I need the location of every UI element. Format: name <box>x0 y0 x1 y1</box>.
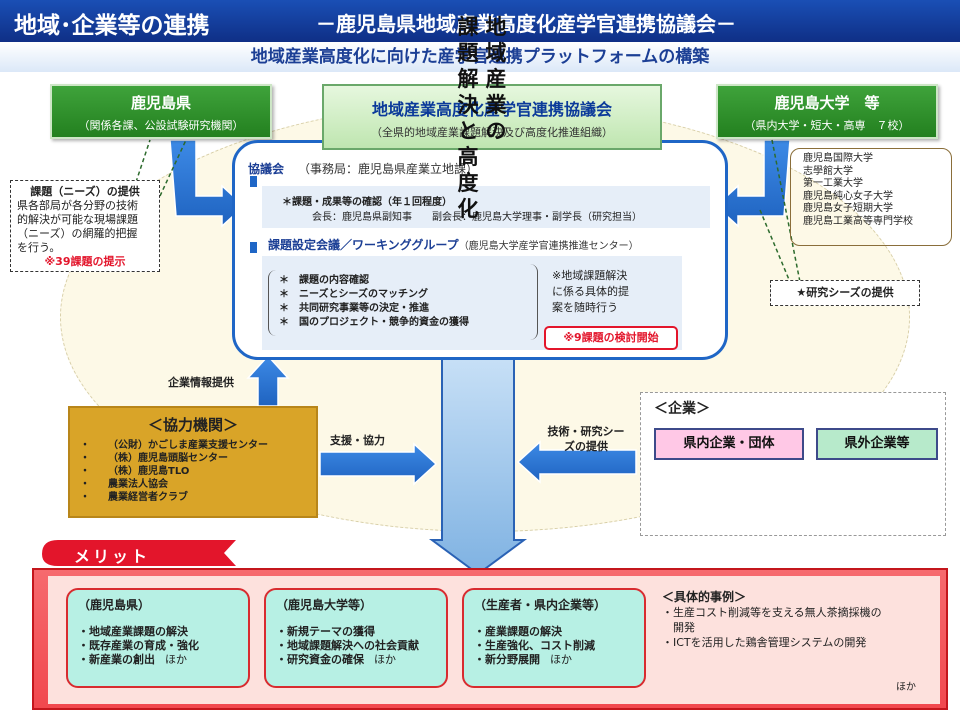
list-item: ・地域産業課題の解決 <box>78 625 188 638</box>
arrow-central-down <box>428 351 528 576</box>
central-text-col1: 地域産業の <box>485 15 507 143</box>
prefecture-detail: （関係各課、公設試験研究機関） <box>78 119 244 132</box>
council-title: －鹿児島県地域産業高度化産学官連携協議会－ <box>316 12 736 36</box>
list-item: 鹿児島純心女子大学 <box>803 190 893 202</box>
needs-heading: 課題（ニーズ）の提供 <box>30 185 140 198</box>
confirm-panel: ＊課題・成果等の確認（年１回程度） 会長：鹿児島県副知事 副会長：鹿児島大学理事… <box>262 186 710 228</box>
university-name: 鹿児島大学 等 <box>774 94 880 112</box>
seeds-label: ★研究シーズの提供 <box>770 280 920 306</box>
case-examples: ＜具体的事例＞ ・生産コスト削減等を支える無人茶摘採機の 開発 ・ICTを活用し… <box>662 590 934 650</box>
officers-line: 会長：鹿児島県副知事 副会長：鹿児島大学理事・副学長（研究担当） <box>312 212 642 223</box>
list-item: ・生産コスト削減等を支える無人茶摘採機の <box>662 606 882 619</box>
list-item: ・産業課題の解決 <box>474 625 562 638</box>
list-item: ・地域課題解決への社会貢献 <box>276 639 419 652</box>
needs-box: 課題（ニーズ）の提供 県各部局が各分野の技術 的解決が可能な現場課題 （ニーズ）… <box>10 180 160 272</box>
in-pref-enterprise: 県内企業・団体 <box>654 428 804 460</box>
tech-seeds-line: 技術・研究シー <box>547 425 625 438</box>
wg-section-marker <box>250 242 257 253</box>
review-badge: ※9課題の検討開始 <box>544 326 678 350</box>
case-heading: ＜具体的事例＞ <box>662 590 747 604</box>
seeds-dash-1 <box>759 209 791 283</box>
council-detail: （全県的地域産業課題解決及び高度化推進組織） <box>371 126 613 139</box>
prefecture-name: 鹿児島県 <box>130 94 191 112</box>
page-title: 地域･企業等の連携 <box>14 13 210 39</box>
council-section-heading: 協議会 （事務局：鹿児島県産業立地課） <box>248 160 478 177</box>
council-secretariat: （事務局：鹿児島県産業立地課） <box>298 162 479 176</box>
list-item: 鹿児島国際大学 <box>803 153 873 164</box>
prefecture-box: 鹿児島県 （関係各課、公設試験研究機関） <box>50 84 272 139</box>
wg-side-note-line: ※地域課題解決 <box>552 269 628 282</box>
enterprise-frame <box>640 392 946 536</box>
needs-line: 県各部局が各分野の技術 <box>17 199 138 212</box>
list-item: 鹿児島女子短期大学 <box>803 203 893 214</box>
wg-heading: 課題設定会議／ワーキンググループ（鹿児島大学産学官連携推進センター） <box>268 236 639 253</box>
list-item: ＊共同研究事業等の決定・推進 <box>279 303 429 314</box>
seeds-dash-2 <box>771 139 801 283</box>
tech-seeds-label: 技術・研究シー ズの提供 <box>536 424 636 454</box>
list-item: ・生産強化、コスト削減 <box>474 639 595 652</box>
support-label: 支援・協力 <box>330 434 385 447</box>
list-item: 第一工業大学 <box>803 178 863 189</box>
merit-card-title: （鹿児島県） <box>78 598 151 612</box>
list-item: ・既存産業の育成・強化 <box>78 639 199 652</box>
cooperating-heading: ＜協力機関＞ <box>147 416 238 434</box>
case-etc: ほか <box>896 682 916 693</box>
list-item: ＊国のプロジェクト・競争的資金の獲得 <box>279 317 469 328</box>
list-item: ・新産業の創出ほか <box>78 653 187 666</box>
needs-dash-2 <box>159 139 187 197</box>
central-text-col2: 課題解決と高度化 <box>457 15 479 221</box>
wg-side-note: ※地域課題解決 に係る具体的提 案を随時行う <box>552 268 682 316</box>
out-pref-enterprise: 県外企業等 <box>816 428 938 460</box>
council-section-marker <box>250 176 257 187</box>
list-item: ＊ニーズとシーズのマッチング <box>279 289 428 300</box>
list-item: ・（株）鹿児島頭脳センター <box>80 453 228 464</box>
wg-list-bracket <box>528 264 538 340</box>
page-subtitle: 地域産業高度化に向けた産学官連携プラットフォームの構築 <box>0 42 960 72</box>
list-item: ・（株）鹿児島TLO <box>80 466 190 477</box>
merit-banner: メリット <box>74 547 151 566</box>
wg-side-note-line: 案を随時行う <box>552 301 618 314</box>
merit-banner-shape <box>42 540 236 566</box>
confirm-line: ＊課題・成果等の確認（年１回程度） <box>282 197 452 208</box>
list-item: ・新分野展開ほか <box>474 653 572 666</box>
needs-dash-1 <box>135 139 151 183</box>
needs-count: ※39課題の提示 <box>44 255 126 268</box>
tech-seeds-line: ズの提供 <box>564 440 608 453</box>
enterprise-info-label: 企業情報提供 <box>168 376 234 389</box>
merit-card-producers: （生産者・県内企業等） ・産業課題の解決 ・生産強化、コスト削減 ・新分野展開ほ… <box>462 588 646 688</box>
needs-line: 的解決が可能な現場課題 <box>17 213 138 226</box>
arrow-enterprise-left <box>516 440 637 484</box>
university-list: 鹿児島国際大学 志學館大学 第一工業大学 鹿児島純心女子大学 鹿児島女子短期大学… <box>790 148 952 246</box>
merit-card-prefecture: （鹿児島県） ・地域産業課題の解決 ・既存産業の育成・強化 ・新産業の創出ほか <box>66 588 250 688</box>
list-item: ・研究資金の確保ほか <box>276 653 396 666</box>
council-box: 地域産業高度化産学官連携協議会 （全県的地域産業課題解決及び高度化推進組織） <box>322 84 662 150</box>
header-bar: 地域･企業等の連携 －鹿児島県地域産業高度化産学官連携協議会－ <box>0 0 960 42</box>
council-section-label: 協議会 <box>248 162 285 176</box>
needs-line: を行う。 <box>17 241 61 254</box>
merit-card-title: （生産者・県内企業等） <box>474 598 607 612</box>
list-item: 鹿児島工業高等専門学校 <box>803 215 913 227</box>
needs-line: （ニーズ）の網羅的把握 <box>17 227 138 240</box>
arrow-orgs-up <box>246 354 290 407</box>
wg-task-list: ＊課題の内容確認 ＊ニーズとシーズのマッチング ＊共同研究事業等の決定・推進 ＊… <box>268 270 538 336</box>
council-name: 地域産業高度化産学官連携協議会 <box>371 100 612 119</box>
arrow-support-right <box>319 442 438 486</box>
list-item: ・ICTを活用した鶏舎管理システムの開発 <box>662 636 867 649</box>
university-detail: （県内大学・短大・高専 ７校） <box>744 119 910 132</box>
list-item: ・農業経営者クラブ <box>80 492 188 503</box>
merit-card-title: （鹿児島大学等） <box>276 598 373 612</box>
merit-card-university: （鹿児島大学等） ・新規テーマの獲得 ・地域課題解決への社会貢献 ・研究資金の確… <box>264 588 448 688</box>
wg-label: 課題設定会議／ワーキンググループ <box>268 238 459 252</box>
list-item: 志學館大学 <box>803 165 853 177</box>
wg-note: （鹿児島大学産学官連携推進センター） <box>458 241 639 252</box>
list-item: ・農業法人協会 <box>80 479 168 490</box>
university-box: 鹿児島大学 等 （県内大学・短大・高専 ７校） <box>716 84 938 139</box>
wg-side-note-line: に係る具体的提 <box>552 285 629 298</box>
cooperating-orgs-box: ＜協力機関＞ ・（公財）かごしま産業支援センター ・（株）鹿児島頭脳センター ・… <box>68 406 318 518</box>
list-item: ＊課題の内容確認 <box>279 275 369 286</box>
list-item: ・新規テーマの獲得 <box>276 625 375 638</box>
list-item: 開発 <box>662 621 695 634</box>
enterprise-heading: ＜企業＞ <box>654 401 710 417</box>
list-item: ・（公財）かごしま産業支援センター <box>80 440 268 451</box>
